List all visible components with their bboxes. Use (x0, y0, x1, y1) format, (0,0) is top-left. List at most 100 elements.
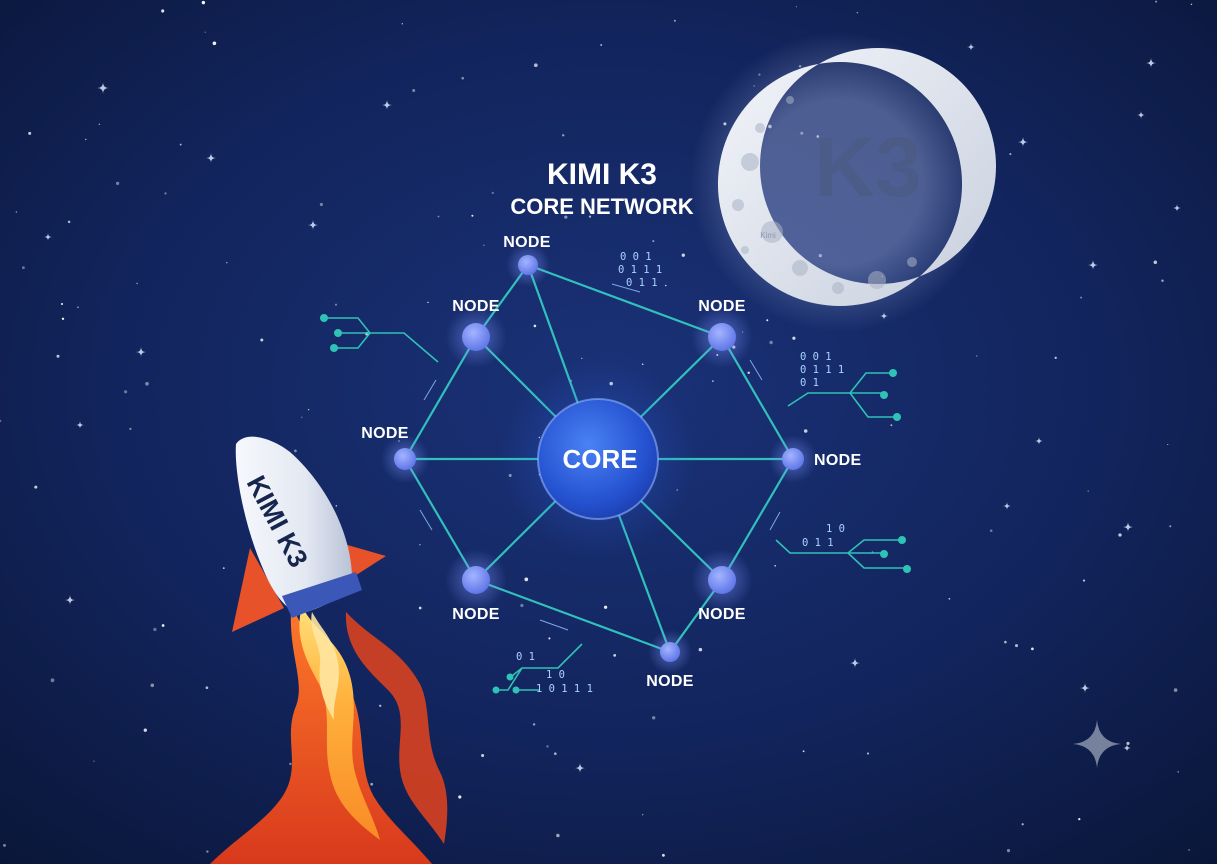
rocket-flame-icon (210, 600, 448, 864)
star-icon (335, 505, 338, 507)
sparkle-icon (1123, 522, 1133, 532)
moon-craters (732, 96, 917, 294)
star-icon (145, 381, 149, 386)
binary-lower-right-line-2: 0 1 1 (802, 537, 834, 549)
binary-right-line-3: 0 1 (800, 377, 819, 389)
star-icon (533, 324, 537, 328)
star-icon (546, 745, 549, 748)
binary-top-line-1: 0 0 1 (620, 251, 652, 263)
binary-bottom-line-3: 1 0 1 1 1 (536, 683, 593, 695)
node-label-lower-left: NODE (452, 606, 499, 623)
star-icon (1004, 640, 1007, 644)
star-icon (143, 728, 147, 732)
star-icon (427, 301, 429, 304)
node-label-bottom: NODE (646, 673, 693, 690)
star-icon (1155, 0, 1158, 3)
binary-top-line-2: 0 1 1 1 (618, 264, 662, 276)
star-icon (28, 131, 32, 135)
ring-link-bottom-lower-left (475, 578, 671, 654)
star-icon (164, 192, 167, 195)
rocket: KIMI K3 (210, 436, 448, 864)
star-icon (1177, 771, 1180, 773)
star-icon (206, 850, 209, 853)
node-bottom: NODE (646, 630, 693, 690)
star-icon (1054, 356, 1057, 359)
star-icon (603, 605, 608, 609)
rocket-body (235, 436, 353, 614)
node-lower-right: NODE (691, 549, 753, 623)
star-icon (1087, 490, 1089, 492)
star-icon (471, 214, 474, 217)
star-icon (22, 266, 25, 270)
star-icon (15, 211, 18, 213)
star-icon (866, 752, 870, 755)
ring-link-top-upper-right (527, 263, 723, 339)
node-label-upper-right: NODE (698, 298, 745, 315)
star-icon (483, 244, 485, 246)
sparkle-icon (1018, 137, 1028, 147)
large-sparkle-icon (1073, 720, 1121, 768)
star-icon (532, 723, 536, 726)
star-icon (856, 11, 859, 14)
circuit-icon-bottom (492, 643, 583, 694)
sparkle-icon (44, 233, 52, 241)
star-icon (98, 123, 101, 126)
binary-bottom-line-2: 1 0 (546, 669, 565, 681)
star-icon (681, 253, 685, 257)
star-icon (564, 215, 568, 219)
node-label-top: NODE (503, 234, 550, 251)
star-icon (712, 380, 714, 382)
star-icon (1190, 3, 1193, 6)
star-icon (1161, 279, 1164, 282)
star-icon (792, 336, 796, 340)
star-icon (201, 0, 206, 5)
star-icon (85, 138, 87, 141)
star-icon (3, 843, 6, 847)
star-icon (150, 683, 155, 688)
star-icon (588, 215, 592, 218)
sparkle-icon (850, 658, 860, 668)
star-icon (1021, 823, 1024, 826)
star-icon (1031, 647, 1034, 651)
star-icon (1126, 741, 1130, 745)
star-icon (412, 89, 416, 92)
sparkle-icon (76, 421, 84, 429)
star-icon (401, 23, 403, 25)
moon-logo-text: K3 (814, 120, 921, 214)
title-line-1: KIMI K3 (547, 158, 657, 191)
title-line-2: CORE NETWORK (510, 194, 693, 219)
core-node: CORE (537, 398, 659, 520)
node-right: NODE (768, 434, 861, 484)
sparkle-icon (1080, 683, 1090, 693)
node-lower-left: NODE (445, 549, 507, 623)
star-icon (307, 408, 310, 411)
star-icon (205, 686, 209, 690)
star-icon (652, 716, 656, 720)
star-icon (524, 577, 529, 582)
node-dot-lower-left (462, 566, 490, 594)
star-icon (481, 753, 485, 758)
star-icon (179, 143, 182, 146)
circuit-decorations (320, 283, 911, 694)
star-icon (1006, 849, 1011, 853)
star-icon (60, 302, 64, 306)
circuit-icon-lower-right (775, 536, 911, 573)
star-icon (548, 637, 551, 640)
star-icon (613, 654, 617, 657)
star-icon (418, 606, 422, 610)
star-icon (161, 624, 165, 627)
star-icon (222, 567, 225, 569)
star-icon (520, 603, 524, 608)
star-icon (153, 627, 157, 632)
sparkle-icon (1035, 437, 1043, 445)
star-icon (1078, 818, 1081, 821)
star-icon (458, 795, 462, 799)
star-icon (334, 303, 338, 306)
star-icon (652, 240, 655, 243)
star-icon (370, 782, 374, 786)
star-icon (1169, 525, 1172, 528)
star-icon (129, 427, 132, 431)
star-icon (1167, 443, 1169, 446)
